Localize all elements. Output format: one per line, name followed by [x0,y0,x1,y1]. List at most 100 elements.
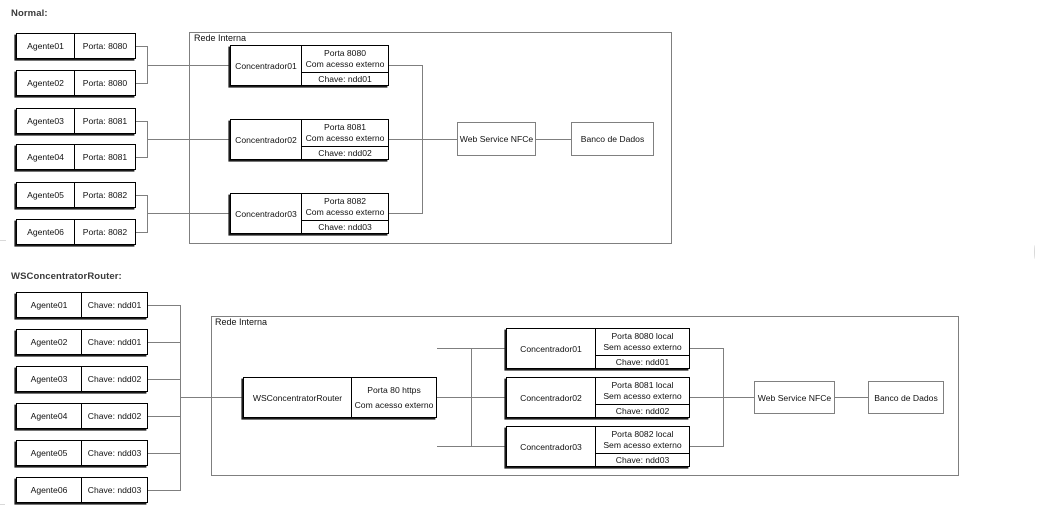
concentrator-details: Porta 8082 Com acesso externo Chave: ndd… [301,194,388,233]
link-agent01-stub [135,46,148,47]
concentrator-port: Porta 8082 [323,196,367,207]
concentrator-access: Sem acesso externo [603,342,682,352]
link-agent-bus-router [180,305,181,491]
concentrator-name: Concentrador02 [520,392,582,403]
concentrator-access: Com acesso externo [305,207,385,217]
concentrator-access: Com acesso externo [305,59,385,69]
link-agent05-stub [135,195,148,196]
concentrator-node[interactable]: Concentrador01 Porta 8080 local Sem aces… [506,328,690,369]
agent-node[interactable]: Agente02 Porta: 8080 [16,70,136,96]
agent-name: Agente05 [30,448,68,458]
agent-name: Agente06 [27,227,64,237]
page-edge-artifact-right [1034,245,1035,259]
link-concentrador01-out-router [690,348,724,349]
agent-node[interactable]: Agente01 Chave: ndd01 [16,292,148,318]
agent-node[interactable]: Agente01 Porta: 8080 [16,33,136,59]
agent-detail: Porta: 8081 [74,145,135,169]
agent-detail: Chave: ndd03 [81,441,147,465]
link-bus-pair3 [147,195,148,233]
concentrator-port-block: Porta 8080 Com acesso externo [302,46,388,72]
concentrator-port: Porta 8080 local [611,331,674,342]
agent-detail: Porta: 8082 [74,183,135,207]
link-agent05-stub-router [147,453,181,454]
concentrator-key: Chave: ndd01 [596,355,689,368]
concentrator-port-block: Porta 8080 local Sem acesso externo [596,329,689,355]
link-agent04-stub-router [147,416,181,417]
web-service-node[interactable]: Web Service NFCe [754,381,835,414]
network-boundary-normal [189,32,672,244]
link-agent01-stub-router [147,305,181,306]
agent-node[interactable]: Agente06 Chave: ndd03 [16,477,148,503]
concentrator-name: Concentrador01 [235,60,297,71]
concentrator-details: Porta 8081 local Sem acesso externo Chav… [595,378,689,417]
link-agent03-stub [135,121,148,122]
concentrator-key: Chave: ndd03 [596,453,689,466]
agent-name: Agente03 [30,374,68,384]
database-node[interactable]: Banco de Dados [571,122,654,156]
link-pair3-to-concentrador03 [147,213,231,214]
agent-node[interactable]: Agente04 Porta: 8081 [16,144,136,170]
agent-node[interactable]: Agente03 Chave: ndd02 [16,366,148,392]
agent-name: Agente06 [30,485,68,495]
agent-name: Agente02 [27,78,64,88]
concentrator-name: Concentrador03 [520,441,582,452]
router-details: Porta 80 https Com acesso externo [351,378,436,417]
network-boundary-router [211,316,959,476]
concentrator-access: Sem acesso externo [603,391,682,401]
concentrator-key: Chave: ndd03 [302,220,388,233]
link-agent02-stub-router [147,342,181,343]
agent-detail: Porta: 8080 [74,71,135,95]
concentrator-key: Chave: ndd02 [596,404,689,417]
network-label-router: Rede Interna [214,317,269,327]
router-port: Porta 80 https [367,385,421,395]
concentrator-details: Porta 8080 local Sem acesso externo Chav… [595,329,689,368]
web-service-node[interactable]: Web Service NFCe [457,122,536,156]
agent-detail: Porta: 8082 [74,220,135,244]
concentrator-node[interactable]: Concentrador02 Porta 8081 local Sem aces… [506,377,690,418]
link-router-to-concentrador01 [437,348,507,349]
link-concentrador01-out [389,65,423,66]
agent-name: Agente05 [27,190,64,200]
agent-detail: Chave: ndd02 [81,367,147,391]
concentrator-node[interactable]: Concentrador02 Porta 8081 Com acesso ext… [230,119,389,160]
link-agent06-stub-router [147,490,181,491]
concentrator-name: Concentrador03 [235,208,297,219]
concentrator-details: Porta 8082 local Sem acesso externo Chav… [595,427,689,466]
agent-name: Agente02 [30,337,68,347]
agent-name: Agente01 [30,300,68,310]
link-concentrador02-to-webservice-router [690,397,755,398]
link-router-to-concentrador02 [437,397,507,398]
concentrator-port: Porta 8081 [323,122,367,133]
agent-name: Agente01 [27,41,64,51]
agent-detail: Porta: 8081 [74,109,135,133]
link-agent04-stub [135,157,148,158]
agent-node[interactable]: Agente04 Chave: ndd02 [16,403,148,429]
concentrator-node[interactable]: Concentrador03 Porta 8082 local Sem aces… [506,426,690,467]
section-title-router: WSConcentratorRouter: [11,271,122,282]
agent-node[interactable]: Agente05 Porta: 8082 [16,182,136,208]
concentrator-key: Chave: ndd02 [302,146,388,159]
agent-node[interactable]: Agente06 Porta: 8082 [16,219,136,245]
concentrator-details: Porta 8080 Com acesso externo Chave: ndd… [301,46,388,85]
concentrator-details: Porta 8081 Com acesso externo Chave: ndd… [301,120,388,159]
agent-node[interactable]: Agente02 Chave: ndd01 [16,329,148,355]
concentrator-port: Porta 8081 local [611,380,674,391]
agent-node[interactable]: Agente05 Chave: ndd03 [16,440,148,466]
section-title-normal: Normal: [11,8,48,19]
concentrator-access: Com acesso externo [305,133,385,143]
router-access: Com acesso externo [354,400,434,410]
database-node[interactable]: Banco de Dados [868,381,944,414]
concentrator-node[interactable]: Concentrador01 Porta 8080 Com acesso ext… [230,45,389,86]
link-agent02-stub [135,83,148,84]
wsconcentratorrouter-node[interactable]: WSConcentratorRouter Porta 80 https Com … [243,377,437,418]
concentrator-node[interactable]: Concentrador03 Porta 8082 Com acesso ext… [230,193,389,234]
agent-name: Agente03 [27,116,64,126]
link-agentbus-to-router [180,397,244,398]
concentrator-port-block: Porta 8081 local Sem acesso externo [596,378,689,404]
concentrator-port: Porta 8082 local [611,429,674,440]
agent-node[interactable]: Agente03 Porta: 8081 [16,108,136,134]
concentrator-name: Concentrador02 [235,134,297,145]
link-agent06-stub [135,232,148,233]
link-agent03-stub-router [147,379,181,380]
link-concentrador03-out [389,213,423,214]
